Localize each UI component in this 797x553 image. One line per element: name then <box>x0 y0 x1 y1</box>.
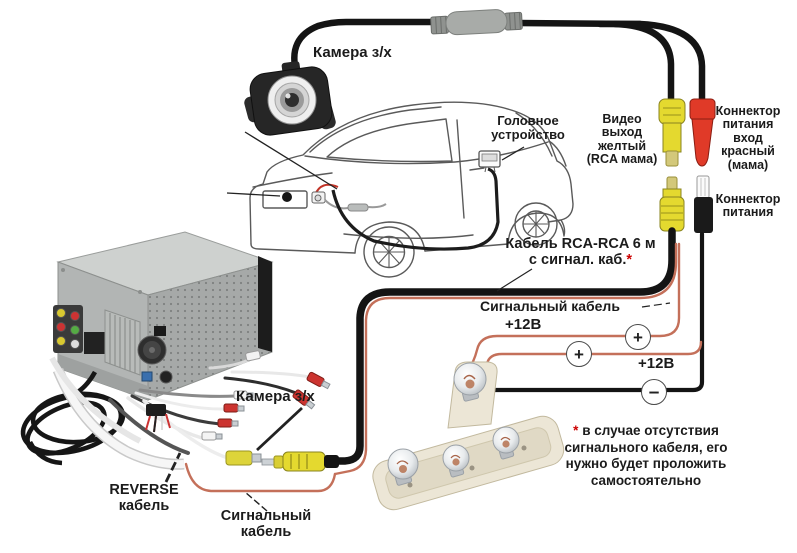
leader-head-unit <box>501 146 525 161</box>
rca-male-plug-photo <box>261 451 339 472</box>
rca-female-yellow-connector <box>658 98 686 167</box>
signal-cable-right-label: Сигнальный кабель <box>480 298 620 314</box>
signal-wire-bundled <box>333 242 678 476</box>
reverse-cable-label: REVERSE кабель <box>109 482 179 514</box>
power-connector-label: Коннектор питания <box>715 192 781 220</box>
camera-cable <box>291 18 706 104</box>
signal-cable-bottom-label: Сигнальный кабель <box>220 508 312 540</box>
reverse-cable-band <box>49 356 185 470</box>
asterisk-mark: * <box>573 423 579 438</box>
power-connector-in-label: Коннектор питания вход красный (мама) <box>715 104 781 172</box>
camera-head-unit-label: Камера з/х <box>236 388 315 405</box>
leader-signal-right <box>641 302 671 308</box>
power-ground-wire <box>487 231 705 393</box>
leader-signal-bottom <box>244 491 268 512</box>
leader-lines <box>164 131 671 512</box>
power-connector-black-male <box>694 175 713 233</box>
plus12v-bottom-label: +12В <box>638 355 675 372</box>
video-output-label: Видео выход желтый (RCA мама) <box>586 112 658 167</box>
harness-wires <box>108 357 312 460</box>
signal-wire-to-reverse <box>184 462 337 493</box>
head-unit-label: Головное устройство <box>491 113 565 142</box>
signal-wire-to-lamp <box>466 242 681 372</box>
footnote: * в случае отсутствия сигнального кабеля… <box>564 423 728 488</box>
camera-top-label: Камера з/х <box>313 44 392 61</box>
leader-to-camera-dot <box>226 192 281 197</box>
leader-rca-cable <box>496 268 533 292</box>
in-car-cable-run <box>331 167 500 251</box>
leader-camera-rca <box>256 406 303 452</box>
bulbs <box>387 362 520 486</box>
plus12v-top-label: +12В <box>505 316 542 333</box>
rca-cable-label: Кабель RCA-RCA 6 м с сигнал. каб.* <box>505 236 656 268</box>
head-unit-photo <box>20 231 331 470</box>
harness-rca-connectors <box>145 350 331 441</box>
rca-rca-cable <box>334 227 676 465</box>
head-unit-camera-rca-female <box>225 450 262 466</box>
camera-location-dot <box>282 192 292 202</box>
leader-reverse <box>164 452 182 483</box>
minus-terminal-icon: – <box>641 379 667 405</box>
plus-terminal-icon: + <box>566 341 592 367</box>
car-camera-routing <box>282 150 501 251</box>
tail-light-photo <box>372 361 565 511</box>
power-connector-red-female <box>689 98 716 167</box>
inline-connector-photo <box>430 9 523 36</box>
asterisk-mark: * <box>626 252 633 268</box>
plus-terminal-icon: + <box>625 324 651 350</box>
rca-male-yellow-connector <box>659 176 685 232</box>
rear-camera-photo <box>244 61 336 136</box>
leader-camera-to-trunk <box>244 131 338 190</box>
